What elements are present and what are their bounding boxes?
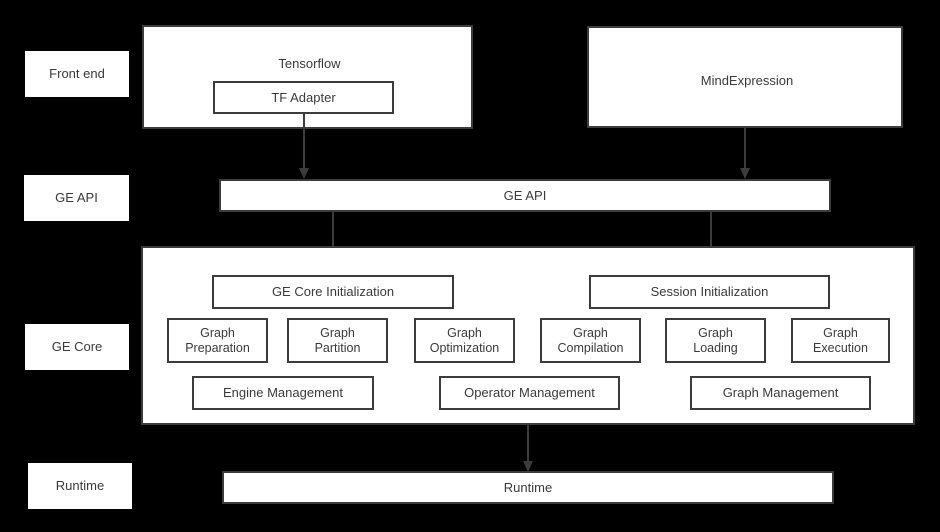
graph-preparation-box: Graph Preparation bbox=[167, 318, 268, 363]
operator-management-label: Operator Management bbox=[464, 385, 595, 401]
tf-adapter-box: TF Adapter bbox=[213, 81, 394, 114]
ge-api-bar-label: GE API bbox=[503, 187, 547, 203]
layer-label-front-end: Front end bbox=[25, 51, 129, 97]
graph-optimization-label: Graph Optimization bbox=[429, 325, 500, 355]
layer-label-front-end-text: Front end bbox=[49, 66, 105, 82]
graph-management-box: Graph Management bbox=[690, 376, 871, 410]
layer-label-runtime: Runtime bbox=[28, 463, 132, 509]
graph-execution-label: Graph Execution bbox=[813, 325, 868, 355]
layer-label-ge-core: GE Core bbox=[25, 324, 129, 370]
session-initialization-label: Session Initialization bbox=[650, 284, 769, 300]
mindexpression-frame: MindExpression bbox=[587, 26, 903, 128]
graph-partition-label: Graph Partition bbox=[314, 325, 361, 355]
graph-partition-box: Graph Partition bbox=[287, 318, 388, 363]
operator-management-box: Operator Management bbox=[439, 376, 620, 410]
runtime-bar: Runtime bbox=[222, 471, 834, 504]
graph-compilation-box: Graph Compilation bbox=[540, 318, 641, 363]
layer-label-ge-core-text: GE Core bbox=[51, 339, 103, 355]
mindexpression-frame-title: MindExpression bbox=[700, 73, 794, 88]
ge-api-bar: GE API bbox=[219, 179, 831, 212]
graph-loading-label: Graph Loading bbox=[693, 325, 738, 355]
graph-compilation-label: Graph Compilation bbox=[557, 325, 624, 355]
tensorflow-frame-title: Tensorflow bbox=[278, 56, 341, 71]
layer-label-runtime-text: Runtime bbox=[55, 478, 105, 494]
session-initialization-box: Session Initialization bbox=[589, 275, 830, 309]
ge-core-initialization-box: GE Core Initialization bbox=[212, 275, 454, 309]
engine-management-label: Engine Management bbox=[223, 385, 343, 401]
graph-preparation-label: Graph Preparation bbox=[185, 325, 250, 355]
runtime-bar-label: Runtime bbox=[503, 479, 553, 495]
layer-label-ge-api: GE API bbox=[24, 175, 129, 221]
graph-management-label: Graph Management bbox=[722, 385, 839, 401]
tf-adapter-label: TF Adapter bbox=[271, 89, 336, 105]
graph-execution-box: Graph Execution bbox=[791, 318, 890, 363]
engine-management-box: Engine Management bbox=[192, 376, 374, 410]
ge-core-initialization-label: GE Core Initialization bbox=[271, 284, 395, 300]
graph-loading-box: Graph Loading bbox=[665, 318, 766, 363]
layer-label-ge-api-text: GE API bbox=[55, 190, 98, 206]
graph-optimization-box: Graph Optimization bbox=[414, 318, 515, 363]
